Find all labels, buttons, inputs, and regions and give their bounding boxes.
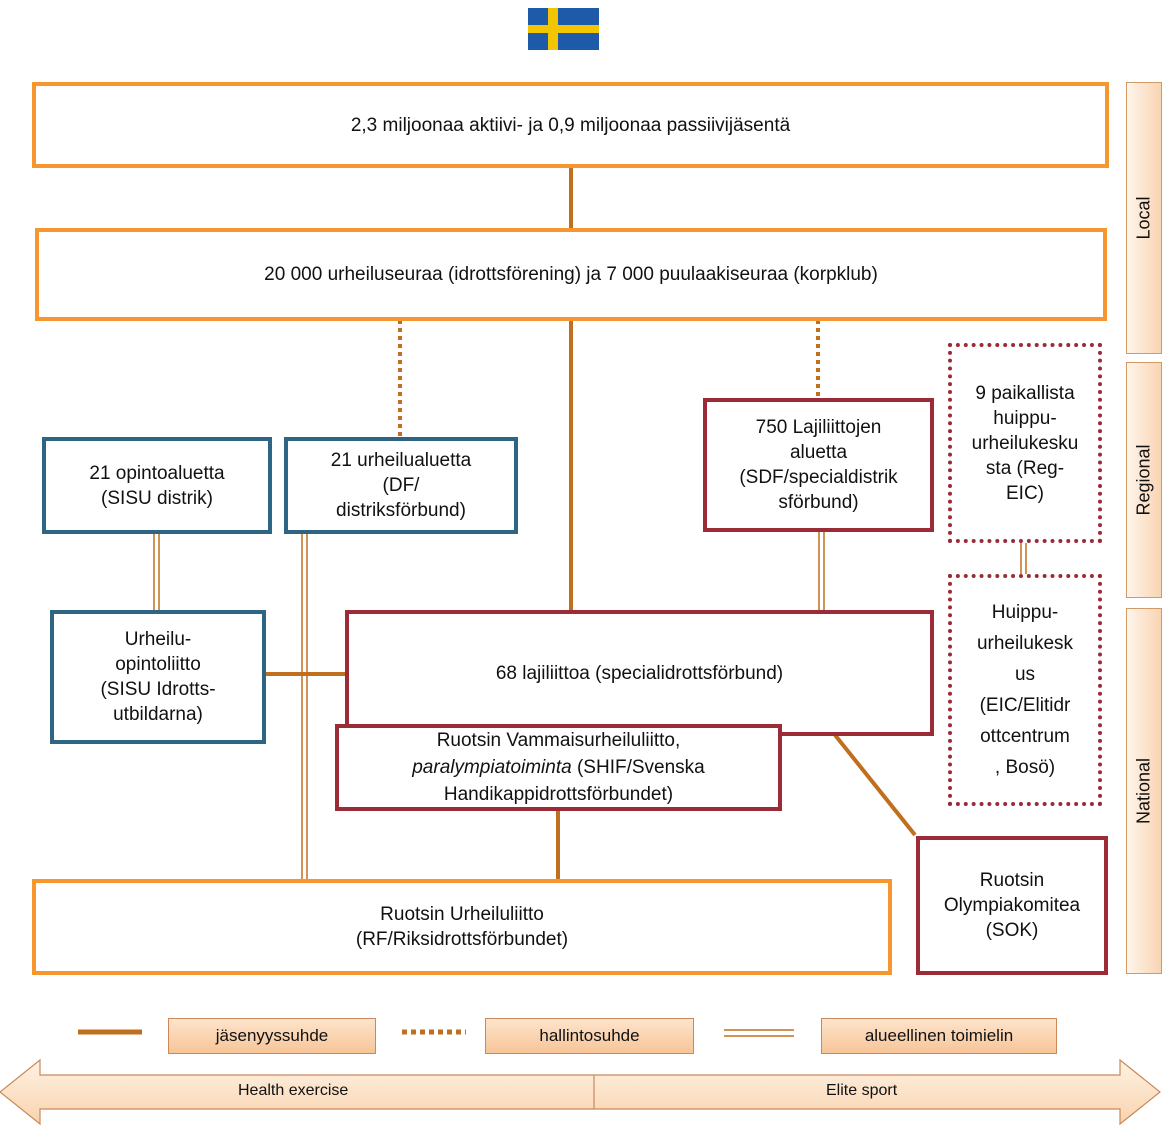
text-line: (SDF/specialdistrik	[739, 467, 898, 488]
level-local: Local	[1126, 82, 1162, 354]
text-line: (DF/	[382, 475, 420, 496]
text-line: (SOK)	[985, 920, 1039, 941]
text-line: , Bosö)	[994, 757, 1056, 778]
legend-regional-body: alueellinen toimielin	[821, 1018, 1057, 1054]
text-line: aluetta	[789, 442, 848, 463]
level-national: National	[1126, 608, 1162, 974]
node-sport-districts: 21 urheilualuetta (DF/ distriksförbund)	[284, 437, 518, 534]
node-study-districts: 21 opintoaluetta (SISU distrik)	[42, 437, 272, 534]
text-line: us	[1014, 664, 1036, 685]
text-line: (EIC/Elitidr	[979, 695, 1071, 716]
text-line: sta (Reg-	[985, 457, 1065, 479]
level-regional: Regional	[1126, 362, 1162, 598]
text-line: distriksförbund)	[336, 500, 466, 521]
node-clubs: 20 000 urheiluseuraa (idrottsförening) j…	[35, 228, 1107, 321]
text-line: Handikappidrottsförbundet)	[443, 784, 674, 805]
text-line: urheilukesku	[971, 432, 1079, 454]
level-national-label: National	[1133, 757, 1154, 825]
italic-text: paralympiatoiminta	[412, 757, 572, 778]
node-sok: Ruotsin Olympiakomitea (SOK)	[916, 836, 1108, 975]
text-line: ottcentrum	[980, 726, 1070, 747]
axis-arrow	[0, 1058, 1161, 1126]
text-line: Olympiakomitea	[943, 895, 1081, 916]
node-reg-eic: 9 paikallista huippu- urheilukesku sta (…	[948, 343, 1102, 543]
node-sisu: Urheilu- opintoliitto (SISU Idrotts- utb…	[50, 610, 266, 744]
legend-regional-body-label: alueellinen toimielin	[864, 1026, 1014, 1045]
node-members: 2,3 miljoonaa aktiivi- ja 0,9 miljoonaa …	[32, 82, 1109, 168]
legend-administrative: hallintosuhde	[485, 1018, 694, 1054]
node-eic: Huippu- urheilukesk us (EIC/Elitidr ottc…	[948, 574, 1102, 806]
node-members-label: 2,3 miljoonaa aktiivi- ja 0,9 miljoonaa …	[350, 114, 791, 136]
text-line: Ruotsin	[979, 870, 1045, 891]
level-regional-label: Regional	[1133, 444, 1154, 516]
text-line: Huippu-	[991, 602, 1059, 623]
text-line: opintoliitto	[115, 654, 201, 675]
text-line: 21 opintoaluetta	[89, 462, 225, 484]
level-local-label: Local	[1133, 196, 1154, 240]
text-line: huippu-	[993, 407, 1057, 429]
text-line: utbildarna)	[113, 704, 203, 725]
text-line: Urheilu-	[124, 629, 192, 650]
text-line: (RF/Riksidrottsförbundet)	[355, 929, 569, 950]
sweden-flag-icon	[528, 8, 599, 50]
legend-membership-label: jäsenyyssuhde	[215, 1026, 329, 1045]
text-line: Ruotsin Urheiluliitto	[380, 904, 544, 925]
text-line: sförbund)	[778, 492, 859, 513]
legend-membership: jäsenyyssuhde	[168, 1018, 376, 1054]
text-line: 21 urheilualuetta	[330, 450, 472, 471]
text-line: 9 paikallista	[975, 382, 1075, 404]
text-line: EIC)	[1006, 482, 1044, 504]
text-line: Ruotsin Vammaisurheiluliitto,	[436, 730, 681, 751]
axis-left-label: Health exercise	[238, 1082, 349, 1099]
text-line: (SISU Idrotts-	[100, 679, 216, 700]
text-line: urheilukesk	[976, 633, 1074, 654]
axis-right-label: Elite sport	[826, 1082, 898, 1099]
node-clubs-label: 20 000 urheiluseuraa (idrottsförening) j…	[264, 264, 878, 285]
node-rf: Ruotsin Urheiluliitto (RF/Riksidrottsför…	[32, 879, 892, 975]
node-federations: 68 lajiliittoa (specialidrottsförbund)	[345, 610, 934, 736]
node-federations-label: 68 lajiliittoa (specialidrottsförbund)	[495, 662, 784, 684]
node-sdf: 750 Lajiliittojen aluetta (SDF/specialdi…	[703, 398, 934, 532]
text-line: paralympiatoiminta (SHIF/Svenska	[412, 754, 705, 781]
text-span: (SHIF/Svenska	[571, 757, 705, 778]
text-line: (SISU distrik)	[101, 487, 213, 509]
line-federations-sok	[833, 733, 917, 837]
text-line: 750 Lajiliittojen	[755, 417, 882, 438]
legend-administrative-label: hallintosuhde	[539, 1026, 640, 1045]
node-shif: Ruotsin Vammaisurheiluliitto, paralympia…	[335, 724, 782, 811]
